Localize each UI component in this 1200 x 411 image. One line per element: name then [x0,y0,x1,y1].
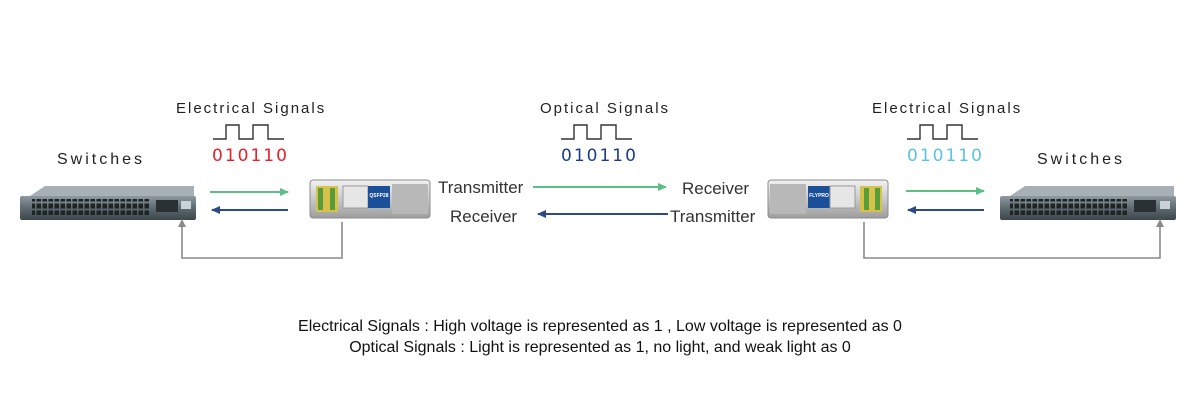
optical-bits: 010110 [561,146,638,166]
left-bits: 010110 [212,146,289,166]
right-optical-module [767,179,889,219]
right-switch-label: Switches [1037,151,1126,168]
optical-signal-heading: Optical Signals [540,100,671,117]
left-switch-image [20,186,196,220]
left-module-brand: QSFP28 [369,193,389,199]
right-square-wave [907,124,978,140]
left-optical-module [309,179,431,219]
left-switch-label: Switches [57,151,146,168]
caption-optical: Optical Signals : Light is represented a… [349,339,851,356]
caption-electrical: Electrical Signals : High voltage is rep… [298,318,902,335]
middle-square-wave [561,124,632,140]
left-signal-heading: Electrical Signals [176,100,327,117]
left-receiver-label: Receiver [450,207,518,226]
left-transmitter-label: Transmitter [438,178,524,197]
left-loop-line [178,219,343,259]
right-switch-image [1000,186,1176,220]
right-bits: 010110 [907,146,984,166]
right-module-brand: FLYPRO [809,193,829,199]
right-transmitter-label: Transmitter [670,207,756,226]
right-receiver-label: Receiver [682,179,750,198]
right-signal-heading: Electrical Signals [872,100,1023,117]
right-loop-line [863,219,1164,259]
left-square-wave [213,124,284,140]
